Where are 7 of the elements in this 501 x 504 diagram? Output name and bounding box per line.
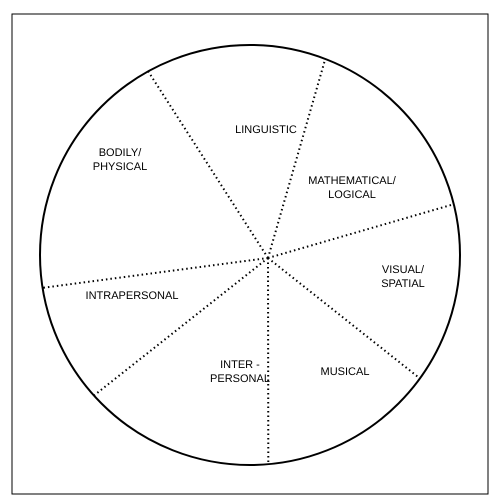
sector-label: MUSICAL bbox=[310, 356, 380, 388]
sector-label: MATHEMATICAL/ LOGICAL bbox=[302, 172, 402, 204]
sector-label: INTER - PERSONAL bbox=[209, 356, 271, 388]
sector-label: BODILY/ PHYSICAL bbox=[85, 144, 155, 176]
sector-label: LINGUISTIC bbox=[221, 114, 311, 146]
sector-label: VISUAL/ SPATIAL bbox=[373, 261, 433, 293]
sector-label: INTRAPERSONAL bbox=[82, 280, 182, 312]
